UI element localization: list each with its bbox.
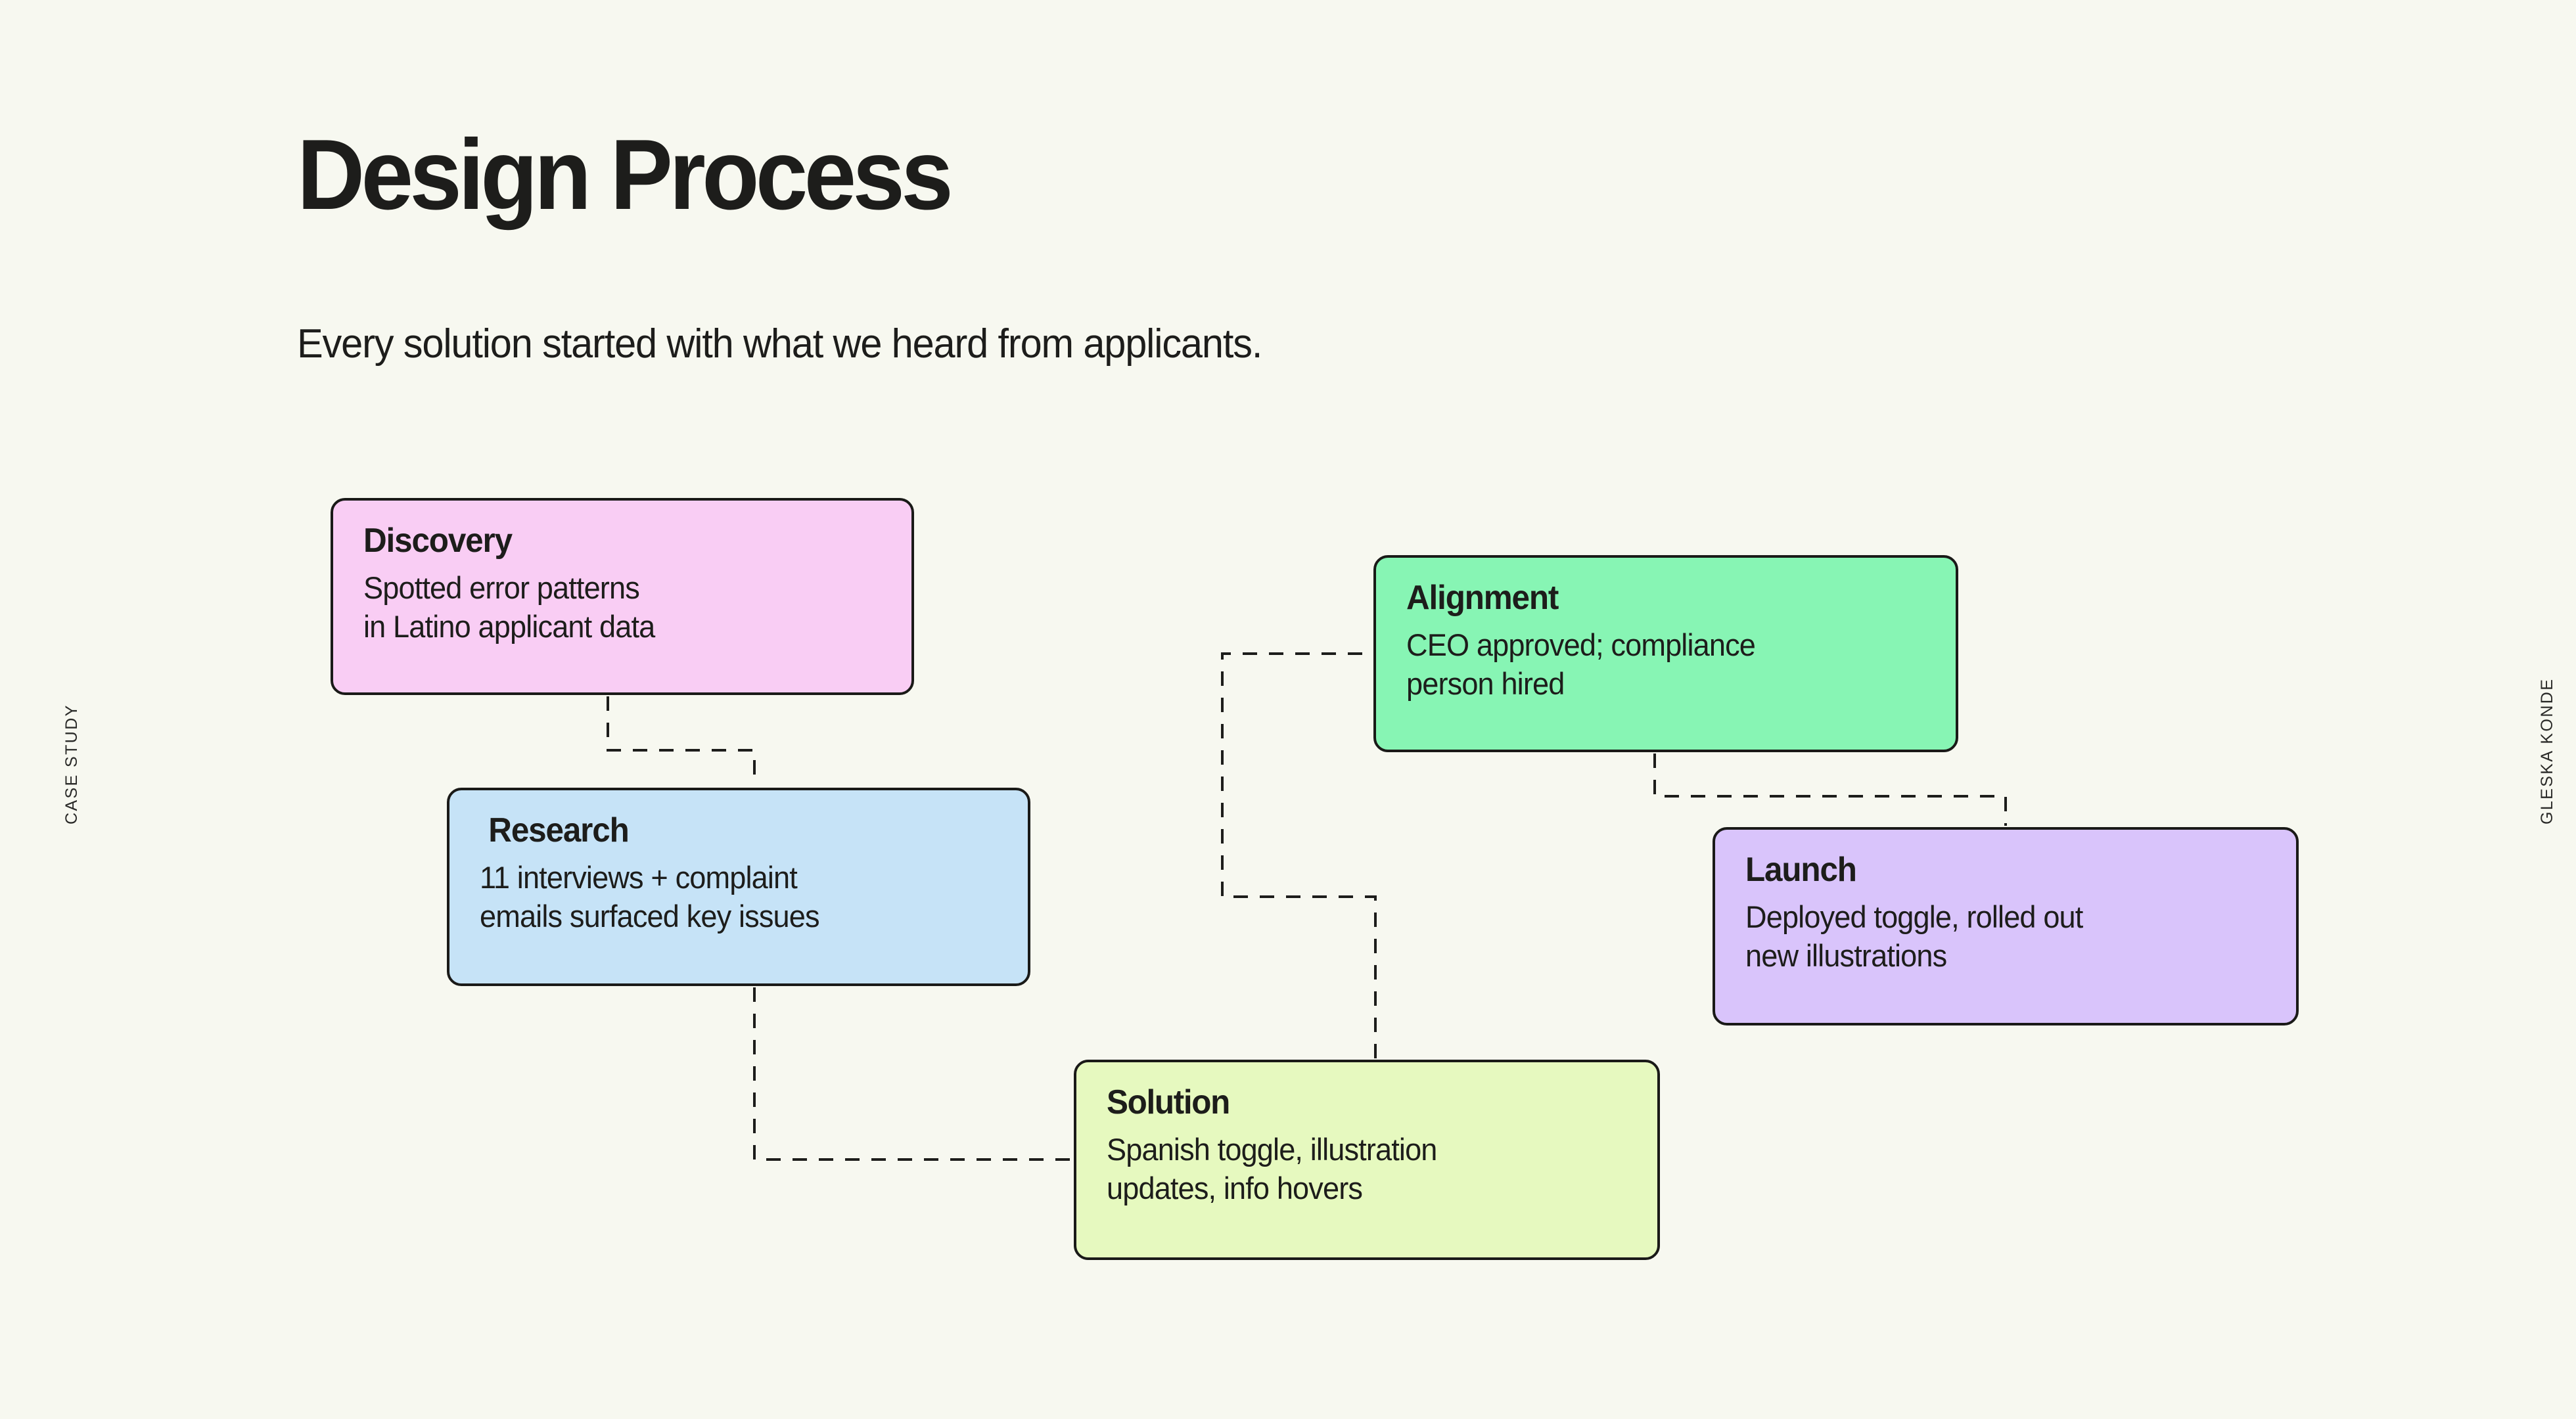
side-label-case-study: CASE STUDY — [62, 704, 81, 824]
connector-discovery-to-research — [607, 696, 756, 786]
flow-card-alignment[interactable]: Alignment CEO approved; compliance perso… — [1373, 555, 1958, 752]
flow-card-body: Deployed toggle, rolled out new illustra… — [1745, 899, 2083, 974]
flow-card-launch[interactable]: Launch Deployed toggle, rolled out new i… — [1713, 827, 2299, 1025]
flow-card-title: Discovery — [363, 522, 513, 560]
flow-card-body: Spanish toggle, illustration updates, in… — [1107, 1131, 1437, 1206]
flow-card-title: Launch — [1745, 851, 1857, 889]
page-title: Design Process — [297, 119, 954, 231]
flow-card-research[interactable]: Research 11 interviews + complaint email… — [447, 788, 1030, 986]
page-subtitle: Every solution started with what we hear… — [297, 321, 1262, 367]
side-label-brand: GLESKA KONDE — [2538, 677, 2556, 824]
connector-research-to-solution — [753, 987, 1072, 1161]
connector-alignment-to-launch — [1653, 754, 2007, 826]
flow-card-body: 11 interviews + complaint emails surface… — [480, 859, 820, 934]
flow-card-body: Spotted error patterns in Latino applica… — [363, 570, 655, 644]
flow-card-discovery[interactable]: Discovery Spotted error patterns in Lati… — [331, 498, 914, 695]
connector-solution-to-alignment — [1221, 652, 1377, 1058]
flow-card-title: Solution — [1107, 1083, 1230, 1121]
flow-card-solution[interactable]: Solution Spanish toggle, illustration up… — [1074, 1060, 1660, 1260]
flow-card-body: CEO approved; compliance person hired — [1406, 627, 1756, 702]
flow-card-title: Research — [488, 811, 629, 849]
flow-card-title: Alignment — [1406, 579, 1559, 617]
